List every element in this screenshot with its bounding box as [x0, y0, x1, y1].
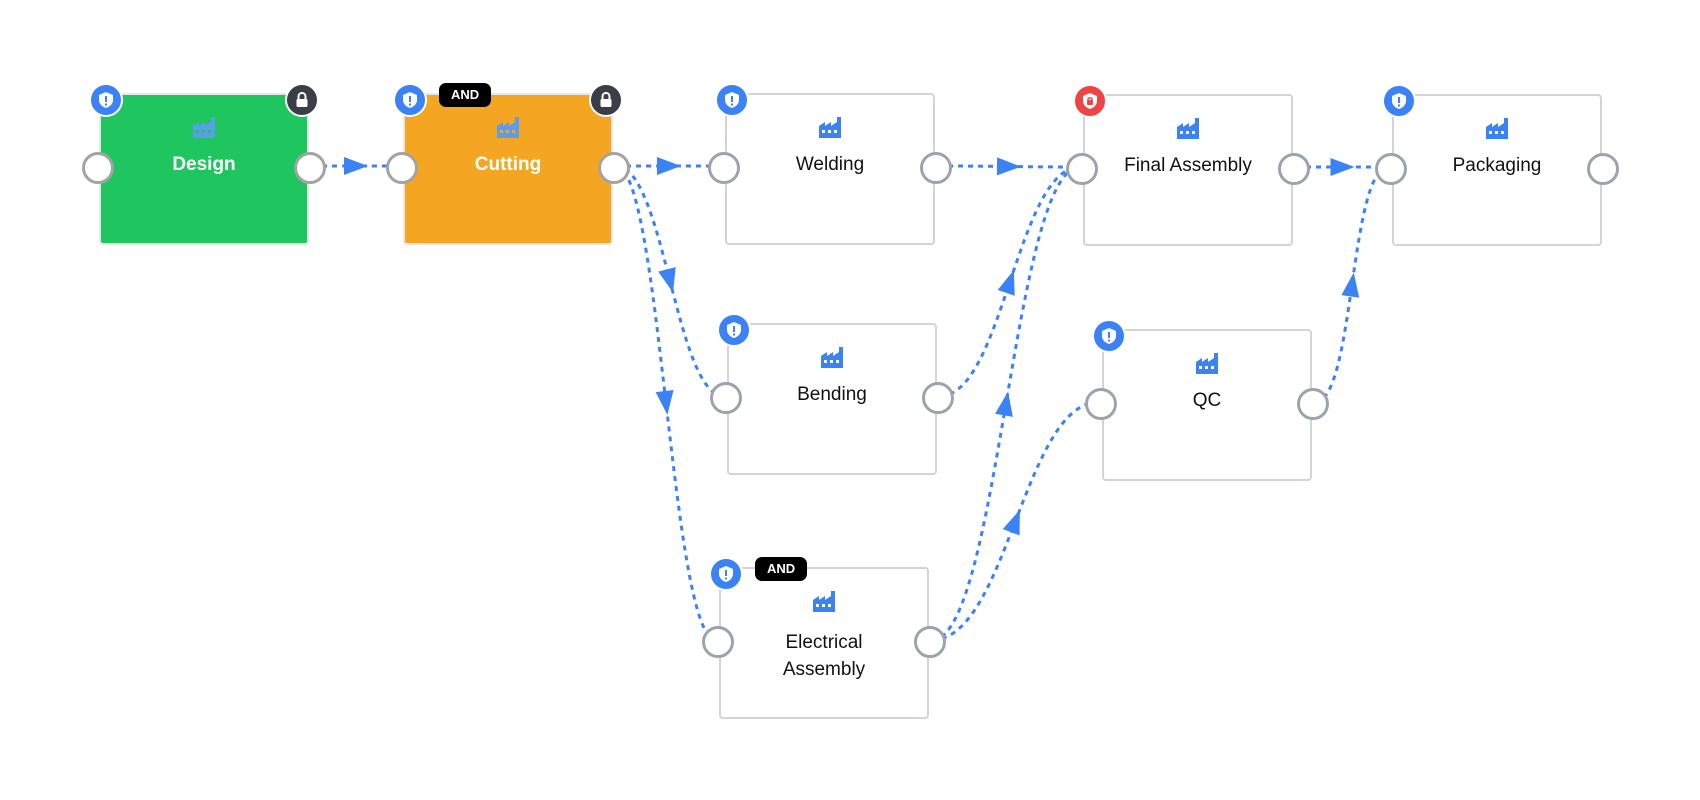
node-label: Bending	[797, 384, 867, 405]
node-label: Design	[172, 154, 236, 175]
output-port[interactable]	[920, 152, 952, 184]
factory-icon	[1486, 118, 1508, 139]
node-packaging[interactable]: Packaging	[1375, 84, 1619, 246]
factory-icon	[193, 117, 215, 138]
input-port[interactable]	[702, 626, 734, 658]
node-label: Electrical Assembly	[782, 632, 866, 680]
input-port[interactable]	[82, 152, 114, 184]
and-gate-badge: AND	[755, 557, 808, 581]
input-port[interactable]	[710, 382, 742, 414]
factory-icon	[1196, 353, 1218, 374]
node-qc[interactable]: QC	[1085, 319, 1329, 481]
output-port[interactable]	[1297, 388, 1329, 420]
edge-arrowhead	[658, 267, 676, 293]
edge-arrowhead	[655, 390, 674, 415]
edge-arrowhead	[657, 157, 681, 175]
node-bending[interactable]: Bending	[710, 313, 954, 475]
output-port[interactable]	[1587, 153, 1619, 185]
edge-arrowhead	[997, 270, 1015, 296]
edge-arrowhead	[995, 391, 1013, 417]
input-port[interactable]	[708, 152, 740, 184]
factory-icon	[821, 347, 843, 368]
shield-icon[interactable]	[715, 83, 749, 117]
node-welding[interactable]: Welding	[708, 83, 952, 245]
node-cutting[interactable]: AND Cutting	[386, 83, 630, 245]
and-gate-badge: AND	[439, 83, 492, 107]
shield-icon[interactable]	[89, 83, 123, 117]
factory-icon	[1177, 118, 1199, 139]
node-label: Packaging	[1452, 155, 1542, 176]
edge-arrowhead	[996, 157, 1021, 176]
output-port[interactable]	[294, 152, 326, 184]
node-design[interactable]: Design	[82, 83, 326, 245]
input-port[interactable]	[1375, 153, 1407, 185]
node-label: Final Assembly	[1124, 155, 1252, 176]
node-label: QC	[1192, 390, 1222, 411]
shield-icon[interactable]	[709, 557, 743, 591]
edge-arrowhead	[1341, 272, 1360, 298]
factory-icon	[819, 117, 841, 138]
edge-arrowhead	[1330, 158, 1355, 176]
input-port[interactable]	[1085, 388, 1117, 420]
node-label: Welding	[795, 154, 865, 175]
shield-icon[interactable]	[393, 83, 427, 117]
shield-icon[interactable]	[1382, 84, 1416, 118]
input-port[interactable]	[1066, 153, 1098, 185]
node-label: Cutting	[474, 154, 542, 175]
output-port[interactable]	[598, 152, 630, 184]
factory-icon	[813, 591, 835, 612]
output-port[interactable]	[1278, 153, 1310, 185]
edge-cutting-to-electrical_assembly[interactable]	[615, 164, 717, 642]
factory-icon	[497, 117, 519, 138]
shield-icon[interactable]	[1092, 319, 1126, 353]
alert-shield-icon[interactable]	[1073, 84, 1107, 118]
output-port[interactable]	[914, 626, 946, 658]
shield-icon[interactable]	[717, 313, 751, 347]
lock-icon[interactable]	[285, 83, 319, 117]
output-port[interactable]	[922, 382, 954, 414]
lock-icon[interactable]	[589, 83, 623, 117]
node-electrical-assembly[interactable]: AND Electrical Assembly	[702, 557, 946, 719]
edge-arrowhead	[1002, 509, 1020, 536]
node-final-assembly[interactable]: Final Assembly	[1066, 84, 1310, 246]
input-port[interactable]	[386, 152, 418, 184]
edge-arrowhead	[344, 157, 368, 175]
